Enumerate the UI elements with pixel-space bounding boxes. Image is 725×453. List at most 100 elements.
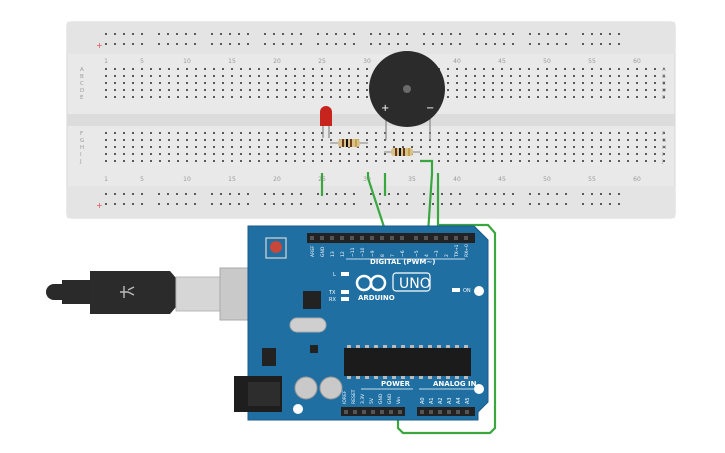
row-letter: D xyxy=(662,88,666,94)
reset-button[interactable] xyxy=(270,241,282,253)
led[interactable] xyxy=(320,106,332,138)
power-pin-label: RESET xyxy=(351,389,357,404)
terminal-holes xyxy=(105,68,665,162)
tx-led xyxy=(341,290,349,294)
column-number: 1 xyxy=(104,58,108,65)
row-letter: E xyxy=(80,95,84,101)
bottom-power-rail xyxy=(67,186,675,218)
row-letter: H xyxy=(80,145,84,151)
row-letter: D xyxy=(80,88,84,94)
column-number: 40 xyxy=(453,176,461,183)
rx-label: RX xyxy=(329,297,336,303)
digital-pin-label: ~11 xyxy=(350,247,356,257)
usb-cable[interactable] xyxy=(46,267,255,321)
power-pin-label: 3.3V xyxy=(360,393,366,404)
row-letter: J xyxy=(661,159,664,165)
resistor-2[interactable] xyxy=(384,148,420,156)
column-number: 1 xyxy=(104,176,108,183)
column-number: 5 xyxy=(140,176,144,183)
atmega-chip xyxy=(344,348,471,376)
column-number: 10 xyxy=(183,176,191,183)
rail-plus-label: + xyxy=(96,41,103,50)
capacitor-2 xyxy=(319,376,343,400)
usb-chip xyxy=(303,291,321,309)
row-letter: J xyxy=(79,159,82,165)
column-number: 15 xyxy=(228,176,236,183)
mount-hole-1 xyxy=(474,286,484,296)
column-number: 10 xyxy=(183,58,191,65)
digital-label: DIGITAL (PWM~) xyxy=(370,258,435,266)
column-number: 15 xyxy=(228,58,236,65)
column-number: 50 xyxy=(543,176,551,183)
power-pin-label: IOREF xyxy=(342,390,348,404)
on-label: ON xyxy=(463,288,471,294)
tx-label: TX xyxy=(328,290,336,296)
row-letter: I xyxy=(662,152,664,158)
row-letter: C xyxy=(80,81,84,87)
piezo-buzzer[interactable]: + − xyxy=(369,51,445,140)
column-number: 45 xyxy=(498,176,506,183)
digital-pin-label: 4 xyxy=(424,254,430,257)
center-channel xyxy=(67,114,675,126)
power-pin-label: GND xyxy=(378,393,384,404)
column-number: 40 xyxy=(453,58,461,65)
rx-led xyxy=(341,297,349,301)
analog-pin-label: A5 xyxy=(465,397,471,404)
column-number: 55 xyxy=(588,58,596,65)
digital-pin-label: ~5 xyxy=(414,250,420,257)
mount-hole-2 xyxy=(474,384,484,394)
digital-pin-label: 8 xyxy=(380,254,386,257)
voltage-regulator xyxy=(262,348,276,366)
mount-hole-3 xyxy=(293,404,303,414)
column-number: 25 xyxy=(318,58,326,65)
column-number: 5 xyxy=(140,58,144,65)
row-letter: I xyxy=(80,152,82,158)
row-letter: A xyxy=(80,67,84,73)
resistor-1[interactable] xyxy=(330,139,368,147)
l-label: L xyxy=(333,272,336,278)
power-pin-label: GND xyxy=(387,393,393,404)
digital-pin-label: ~10 xyxy=(360,247,366,257)
row-letter: B xyxy=(80,74,84,80)
usb-plug-housing xyxy=(90,271,176,314)
buzzer-center xyxy=(403,85,411,93)
analog-pin-label: A3 xyxy=(447,397,453,404)
power-pin-label: 5V xyxy=(369,397,375,404)
analog-pin-label: A2 xyxy=(438,397,444,404)
arduino-logo: ARDUINO xyxy=(355,274,395,302)
breadboard[interactable]: 151015202530354045505560 151015202530354… xyxy=(66,21,676,219)
rail-holes xyxy=(105,33,620,205)
row-letter: H xyxy=(662,145,666,151)
analog-header[interactable] xyxy=(417,407,475,416)
model-label: UNO xyxy=(399,276,431,292)
column-number: 30 xyxy=(363,58,371,65)
analog-label: ANALOG IN xyxy=(433,380,477,388)
row-letter: B xyxy=(662,74,666,80)
column-number: 55 xyxy=(588,176,596,183)
column-number: 45 xyxy=(498,58,506,65)
digital-pin-label: 13 xyxy=(330,251,336,257)
row-letter: A xyxy=(662,67,666,73)
rail-plus-label-bottom: + xyxy=(96,201,103,210)
buzzer-minus-label: − xyxy=(426,103,434,114)
usb-icon xyxy=(120,286,135,298)
analog-pin-label: A1 xyxy=(429,397,435,404)
digital-pin-label: 12 xyxy=(340,251,346,257)
capacitor-1 xyxy=(294,376,318,400)
digital-pin-label: 2 xyxy=(444,254,450,257)
column-number: 35 xyxy=(408,176,416,183)
column-number: 60 xyxy=(633,176,641,183)
arduino-board xyxy=(247,225,489,421)
digital-pin-label: ~6 xyxy=(400,250,406,257)
row-letter: E xyxy=(662,95,666,101)
power-label: POWER xyxy=(381,380,411,388)
column-number: 20 xyxy=(273,176,281,183)
wire-ground-return[interactable] xyxy=(396,173,497,435)
row-letter: C xyxy=(662,81,666,87)
